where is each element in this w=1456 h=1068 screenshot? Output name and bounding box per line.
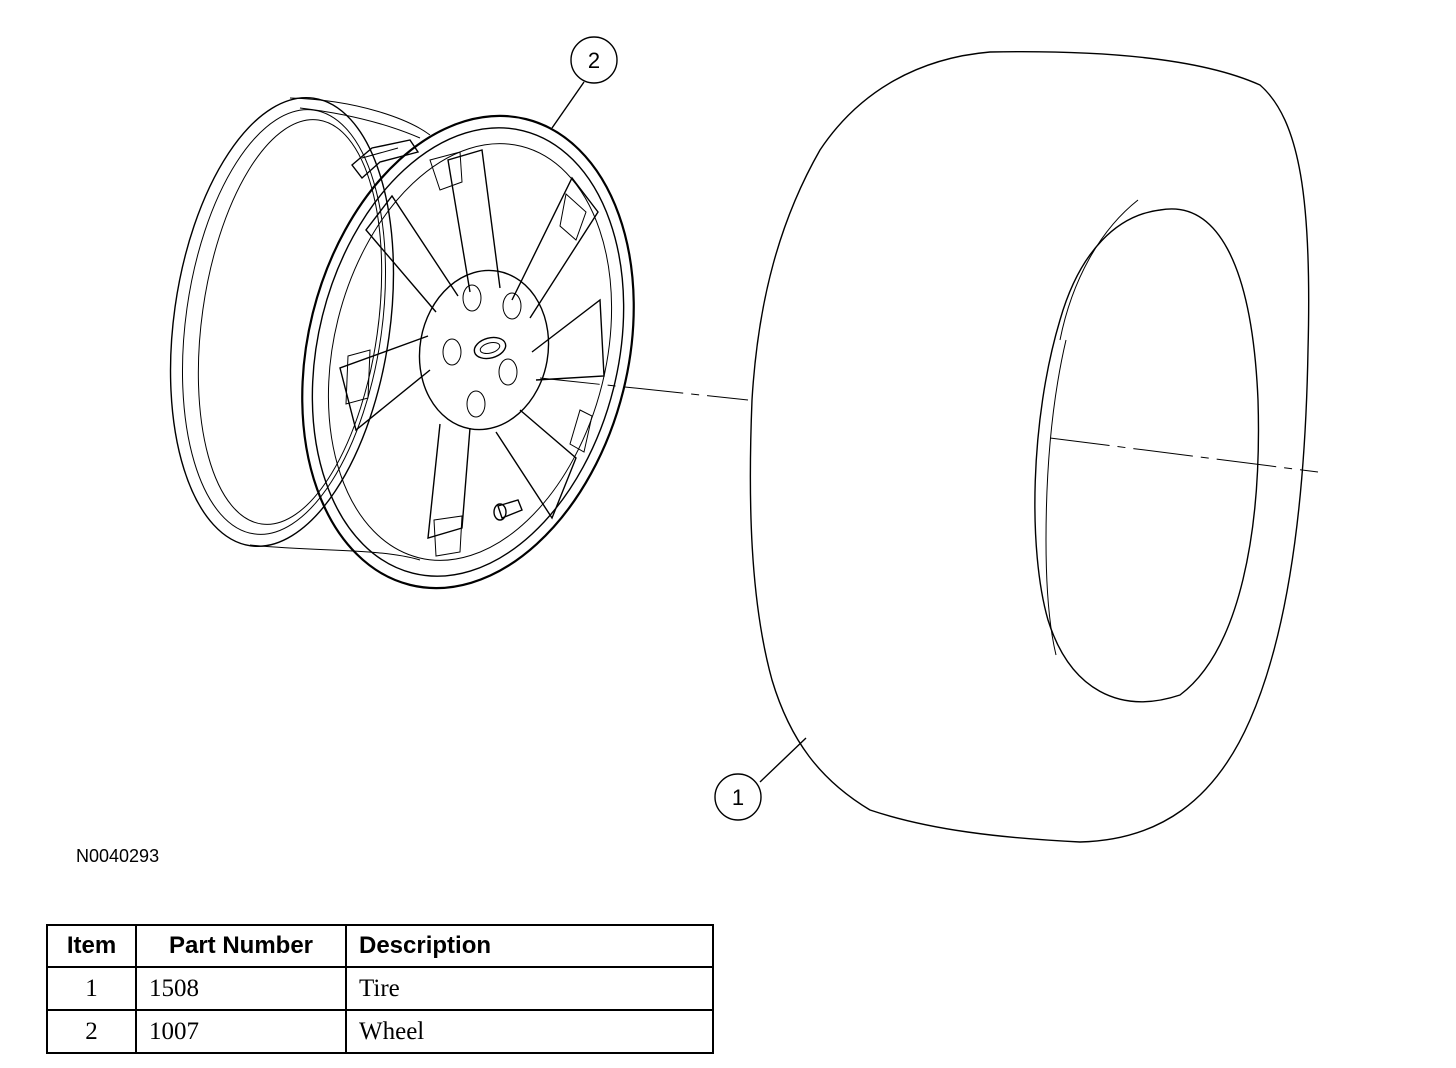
- valve-stem: [493, 499, 523, 521]
- tire: [749, 51, 1310, 843]
- row-description: Tire: [345, 966, 714, 1011]
- callout-2-number: 2: [588, 48, 600, 73]
- centerlines: [539, 377, 1319, 473]
- header-description: Description: [345, 924, 714, 968]
- header-item: Item: [46, 924, 137, 968]
- table-row: 1 1508 Tire: [46, 966, 714, 1011]
- callout-1-number: 1: [732, 785, 744, 810]
- parts-table: Item Part Number Description 1 1508 Tire…: [46, 924, 714, 1054]
- wheel: [169, 96, 635, 590]
- center-cap-emblem-icon: [473, 336, 507, 360]
- figure-id: N0040293: [76, 846, 160, 866]
- balance-weight: [351, 139, 420, 180]
- row-part-number: 1007: [135, 1009, 347, 1054]
- table-row: 2 1007 Wheel: [46, 1009, 714, 1054]
- header-part-number: Part Number: [135, 924, 347, 968]
- tire-bead-opening: [1034, 208, 1260, 703]
- wheel-spokes: [339, 149, 605, 557]
- row-description: Wheel: [345, 1009, 714, 1054]
- wheel-hub: [418, 269, 550, 431]
- row-item: 2: [46, 1009, 137, 1054]
- row-item: 1: [46, 966, 137, 1011]
- callout-2: 2: [551, 36, 618, 129]
- callout-1: 1: [714, 737, 807, 821]
- row-part-number: 1508: [135, 966, 347, 1011]
- table-header-row: Item Part Number Description: [46, 924, 714, 968]
